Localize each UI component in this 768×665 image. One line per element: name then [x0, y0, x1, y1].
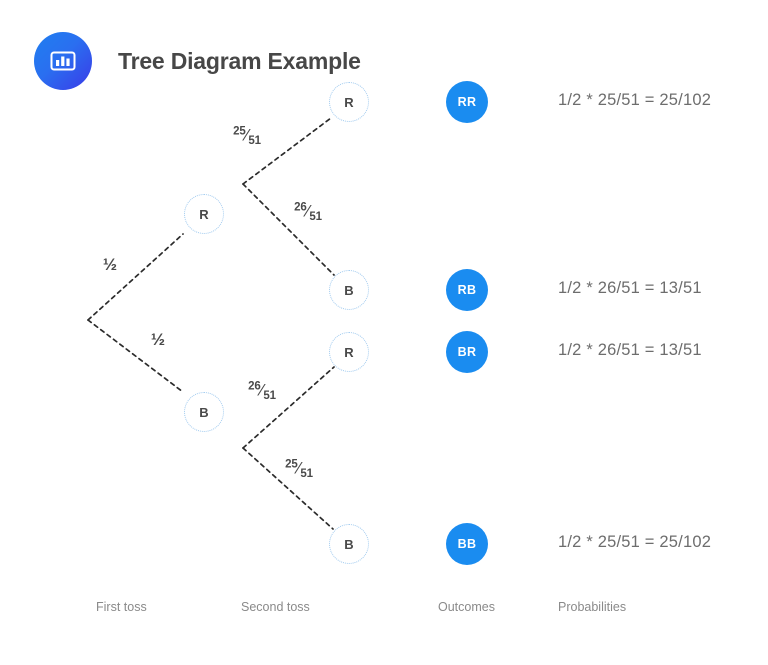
- fraction-denominator: 51: [248, 135, 261, 148]
- outcome-code: RR: [457, 95, 477, 109]
- fraction-denominator: 51: [309, 211, 322, 224]
- probability-br: 1/2 * 26/51 = 13/51: [558, 341, 702, 359]
- tree-node-label: R: [344, 94, 354, 110]
- edge-b-to-br: [242, 366, 335, 449]
- outcome-badge-rb[interactable]: RB: [446, 269, 488, 311]
- edge-label-r-rr: 25⁄51: [233, 126, 261, 147]
- outcome-badge-rr[interactable]: RR: [446, 81, 488, 123]
- edge-label-b-br: 26⁄51: [248, 381, 276, 402]
- edge-root-to-b: [87, 319, 184, 393]
- fraction-half: ½: [150, 330, 166, 349]
- page-title: Tree Diagram Example: [118, 47, 361, 74]
- outcome-badge-br[interactable]: BR: [446, 331, 488, 373]
- edge-label-root-r: ½: [103, 255, 117, 275]
- tree-node-label: R: [344, 344, 354, 360]
- tree-node-b-first[interactable]: B: [184, 392, 224, 432]
- fraction-numerator: 25: [233, 125, 246, 138]
- fraction-numerator: 26: [294, 201, 307, 214]
- tree-node-label: B: [344, 536, 354, 552]
- header: Tree Diagram Example: [34, 32, 361, 90]
- outcome-code: RB: [457, 283, 477, 297]
- outcome-code: BR: [457, 345, 477, 359]
- fraction-denominator: 51: [300, 468, 313, 481]
- tree-node-b-second-bb[interactable]: B: [329, 524, 369, 564]
- tree-node-label: B: [344, 282, 354, 298]
- fraction: 26⁄51: [294, 202, 322, 223]
- probability-rb: 1/2 * 26/51 = 13/51: [558, 279, 702, 297]
- outcome-code: BB: [457, 537, 477, 551]
- column-caption-outcomes: Outcomes: [438, 600, 495, 614]
- fraction-slash: ⁄: [260, 380, 264, 400]
- column-caption-probabilities: Probabilities: [558, 600, 627, 614]
- fraction-slash: ⁄: [297, 458, 301, 478]
- fraction: 25⁄51: [233, 126, 261, 147]
- fraction-denominator: 51: [263, 390, 276, 403]
- probability-rr: 1/2 * 25/51 = 25/102: [558, 91, 712, 109]
- edge-label-r-rb: 26⁄51: [294, 202, 322, 223]
- column-caption-second-toss: Second toss: [241, 600, 310, 614]
- fraction-numerator: 25: [285, 458, 298, 471]
- tree-node-label: R: [199, 206, 209, 222]
- edge-root-to-r: [87, 233, 184, 321]
- fraction-half: ½: [102, 255, 118, 274]
- tree-node-r-second-br[interactable]: R: [329, 332, 369, 372]
- fraction-slash: ⁄: [245, 125, 249, 145]
- tree-node-label: B: [199, 404, 209, 420]
- edge-r-to-rb: [242, 183, 335, 276]
- tree-node-r-first[interactable]: R: [184, 194, 224, 234]
- outcome-badge-bb[interactable]: BB: [446, 523, 488, 565]
- probability-bb: 1/2 * 25/51 = 25/102: [558, 533, 712, 551]
- fraction: 26⁄51: [248, 381, 276, 402]
- fraction: 25⁄51: [285, 459, 313, 480]
- fraction-numerator: 26: [248, 380, 261, 393]
- column-caption-first-toss: First toss: [96, 600, 147, 614]
- fraction-slash: ⁄: [306, 201, 310, 221]
- edge-label-b-bb: 25⁄51: [285, 459, 313, 480]
- tree-node-b-second-rb[interactable]: B: [329, 270, 369, 310]
- bar-chart-icon: [34, 32, 92, 90]
- tree-node-r-second-rr[interactable]: R: [329, 82, 369, 122]
- edge-label-root-b: ½: [151, 330, 165, 350]
